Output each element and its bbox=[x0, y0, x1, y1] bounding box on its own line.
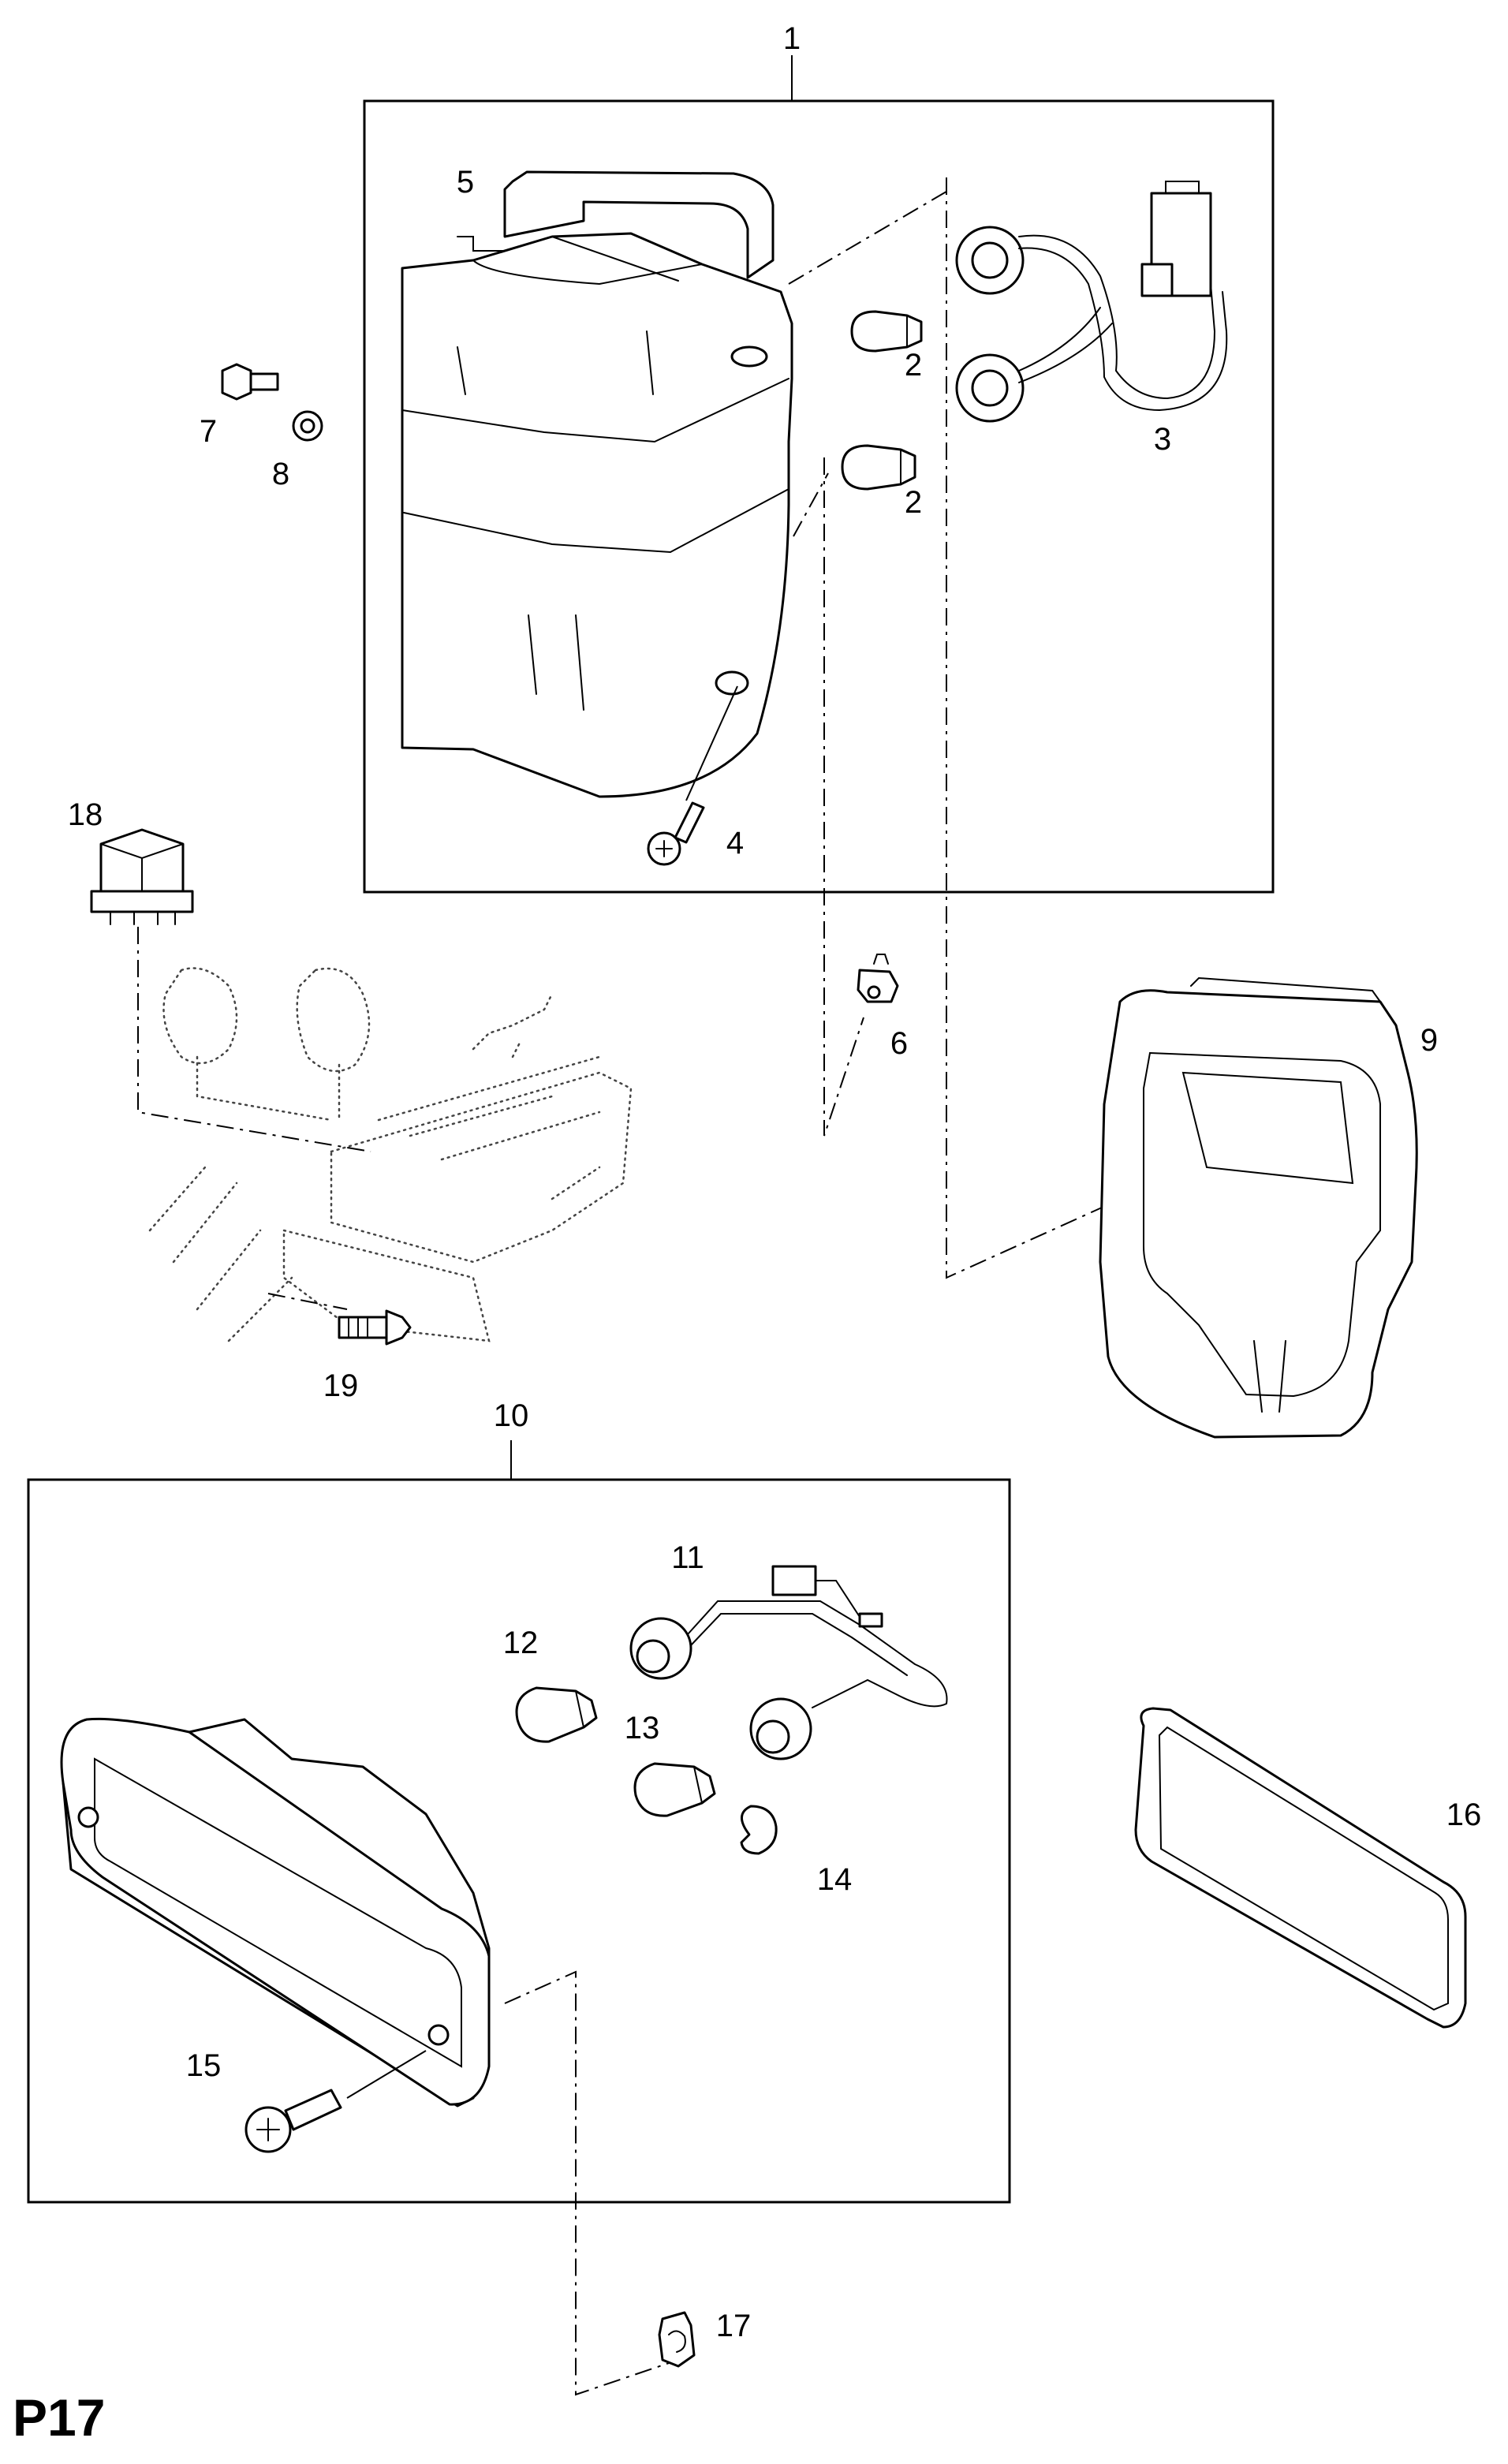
part-6-clip bbox=[857, 954, 899, 1003]
part-5-gasket bbox=[457, 170, 775, 279]
part-10-side-lamp bbox=[60, 1717, 491, 2107]
assembly-line-to-housing bbox=[946, 177, 1192, 1279]
part-17-clip bbox=[658, 2311, 696, 2368]
page-code: P17 bbox=[13, 2388, 105, 2447]
part-14-clip bbox=[740, 1805, 778, 1855]
part-12-bulb bbox=[515, 1686, 598, 1743]
callout-3: 3 bbox=[1154, 422, 1171, 457]
assembly-line-lamp-bulb bbox=[788, 189, 951, 285]
callout-18: 18 bbox=[68, 797, 103, 832]
callout-2-lower: 2 bbox=[905, 485, 922, 520]
callout-14: 14 bbox=[817, 1862, 853, 1897]
part-11-socket-harness bbox=[629, 1565, 948, 1760]
callout-16: 16 bbox=[1446, 1798, 1482, 1832]
callout-19: 19 bbox=[323, 1368, 359, 1403]
callout-2-upper: 2 bbox=[905, 348, 922, 383]
part-7-bolt bbox=[221, 363, 279, 401]
callout-17: 17 bbox=[716, 2309, 752, 2343]
part-15-screw bbox=[244, 2050, 427, 2153]
part-9-lamp-housing bbox=[1099, 976, 1418, 1439]
callout-5: 5 bbox=[457, 165, 474, 200]
callout-1: 1 bbox=[783, 21, 801, 56]
callout-12: 12 bbox=[503, 1626, 539, 1660]
part-2-bulb-upper bbox=[850, 310, 923, 353]
part-4-screw bbox=[647, 685, 738, 866]
part-8-nut bbox=[292, 410, 323, 442]
callout-6: 6 bbox=[890, 1026, 908, 1061]
body-structure-sketch bbox=[148, 967, 633, 1342]
callout-10: 10 bbox=[494, 1398, 529, 1433]
callout-4: 4 bbox=[726, 826, 744, 861]
callout-13: 13 bbox=[625, 1711, 660, 1745]
callout-11: 11 bbox=[671, 1540, 704, 1575]
assembly-line-bolt-19 bbox=[267, 1293, 348, 1310]
callout-8: 8 bbox=[272, 457, 289, 491]
assembly-line-relay bbox=[137, 927, 371, 1152]
part-2-bulb-lower bbox=[841, 444, 916, 491]
assembly-1-frame bbox=[363, 99, 1275, 894]
assembly-line-clip-17 bbox=[504, 1970, 679, 2396]
part-18-relay bbox=[90, 828, 194, 925]
part-13-bulb bbox=[633, 1762, 716, 1817]
assembly-line-lamp-lower bbox=[793, 472, 829, 537]
part-19-bolt bbox=[338, 1309, 412, 1346]
callout-15: 15 bbox=[186, 2048, 222, 2083]
part-16-gasket bbox=[1134, 1707, 1467, 2029]
assembly-10-frame bbox=[27, 1478, 1011, 2204]
part-1-tail-lamp bbox=[401, 232, 793, 798]
part-3-socket-harness bbox=[955, 181, 1228, 423]
assembly-line-clip bbox=[823, 457, 864, 1137]
callout-7: 7 bbox=[200, 414, 217, 449]
callout-9: 9 bbox=[1420, 1023, 1438, 1058]
